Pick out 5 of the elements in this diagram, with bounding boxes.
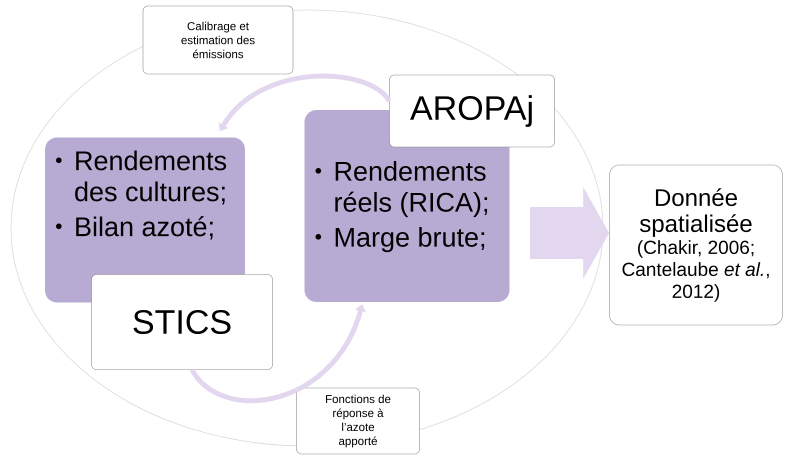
- arrow: [530, 187, 610, 279]
- result-box: Donnée spatialisée (Chakir, 2006; Cantelaube et al., 2012): [609, 164, 783, 326]
- title-box: AROPAj: [389, 74, 555, 148]
- note-box: Fonctions de réponse à l’azote apporté: [296, 388, 420, 454]
- title-box: STICS: [91, 274, 273, 370]
